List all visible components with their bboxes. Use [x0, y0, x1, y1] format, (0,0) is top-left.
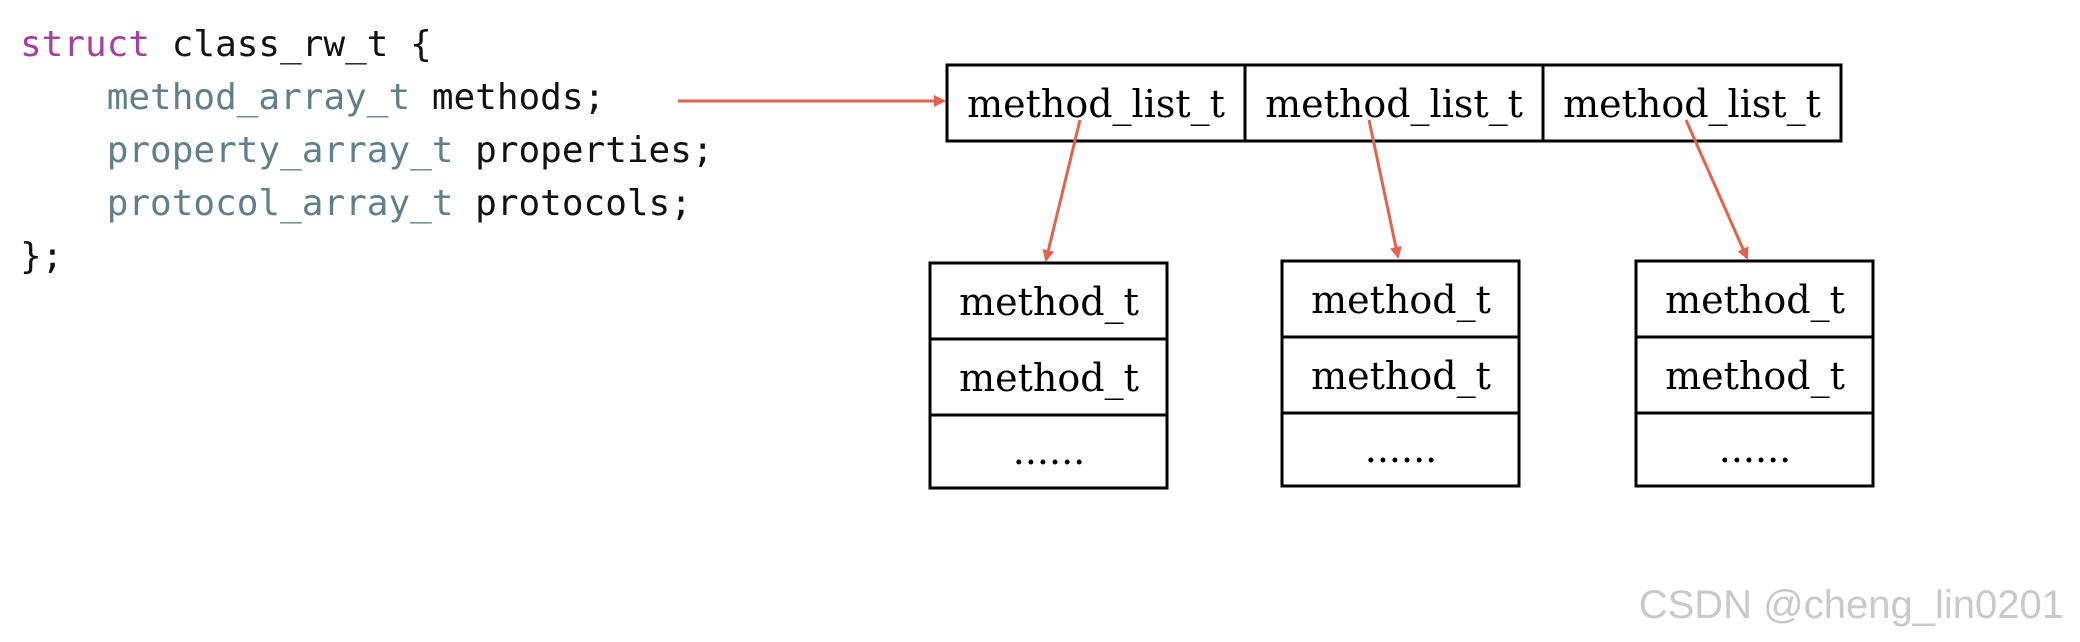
code-line-1: struct class_rw_t {	[20, 18, 714, 71]
method-list-cell-2	[1243, 63, 1545, 143]
stack-3-item-2: method_t	[1665, 354, 1845, 399]
stack-3-cell-2	[1634, 335, 1875, 415]
stack-2-item-1: method_t	[1311, 278, 1491, 323]
stack-1-cell-3	[928, 413, 1169, 490]
struct-name: class_rw_t {	[150, 24, 432, 65]
struct-keyword: struct	[20, 24, 151, 65]
struct-code-block: struct class_rw_t { method_array_t metho…	[20, 18, 714, 283]
properties-type: property_array_t	[106, 130, 454, 171]
methods-field: methods;	[410, 77, 606, 118]
method-list-array: method_list_t method_list_t method_list_…	[945, 63, 1843, 143]
list-3-arrow	[1684, 119, 1749, 260]
stack-3-item-3: ......	[1719, 427, 1791, 471]
code-line-3: property_array_t properties;	[20, 124, 714, 177]
stack-3-cell-3	[1634, 411, 1875, 488]
methods-type: method_array_t	[106, 77, 411, 118]
stack-2-cell-3	[1280, 411, 1521, 488]
stack-2-item-2: method_t	[1311, 354, 1491, 399]
method-stack-2: method_t method_t ......	[1280, 259, 1521, 488]
method-stack-3: method_t method_t ......	[1634, 259, 1875, 488]
method-stack-1: method_t method_t ......	[928, 261, 1169, 490]
method-list-label-3: method_list_t	[1563, 82, 1821, 127]
list-1-arrow	[1042, 119, 1082, 262]
stack-3-item-1: method_t	[1665, 278, 1845, 323]
list-2-arrow	[1367, 119, 1402, 259]
struct-close: };	[20, 236, 64, 277]
stack-1-cell-2	[928, 337, 1169, 417]
code-line-2: method_array_t methods;	[20, 71, 714, 124]
protocols-field: protocols;	[453, 183, 692, 224]
method-list-label-1: method_list_t	[967, 82, 1225, 127]
method-list-cell-1	[945, 63, 1247, 143]
stack-1-item-1: method_t	[959, 280, 1139, 325]
watermark: CSDN @cheng_lin0201	[1638, 583, 2064, 627]
properties-field: properties;	[453, 130, 714, 171]
stack-1-item-3: ......	[1013, 429, 1085, 473]
stack-2-item-3: ......	[1365, 427, 1437, 471]
stack-1-cell-1	[928, 261, 1169, 341]
stack-2-cell-2	[1280, 335, 1521, 415]
protocols-type: protocol_array_t	[106, 183, 454, 224]
code-line-5: };	[20, 230, 714, 283]
code-line-4: protocol_array_t protocols;	[20, 177, 714, 230]
stack-2-cell-1	[1280, 259, 1521, 339]
stack-1-item-2: method_t	[959, 356, 1139, 401]
method-list-cell-3	[1541, 63, 1843, 143]
method-list-label-2: method_list_t	[1265, 82, 1523, 127]
stack-3-cell-1	[1634, 259, 1875, 339]
